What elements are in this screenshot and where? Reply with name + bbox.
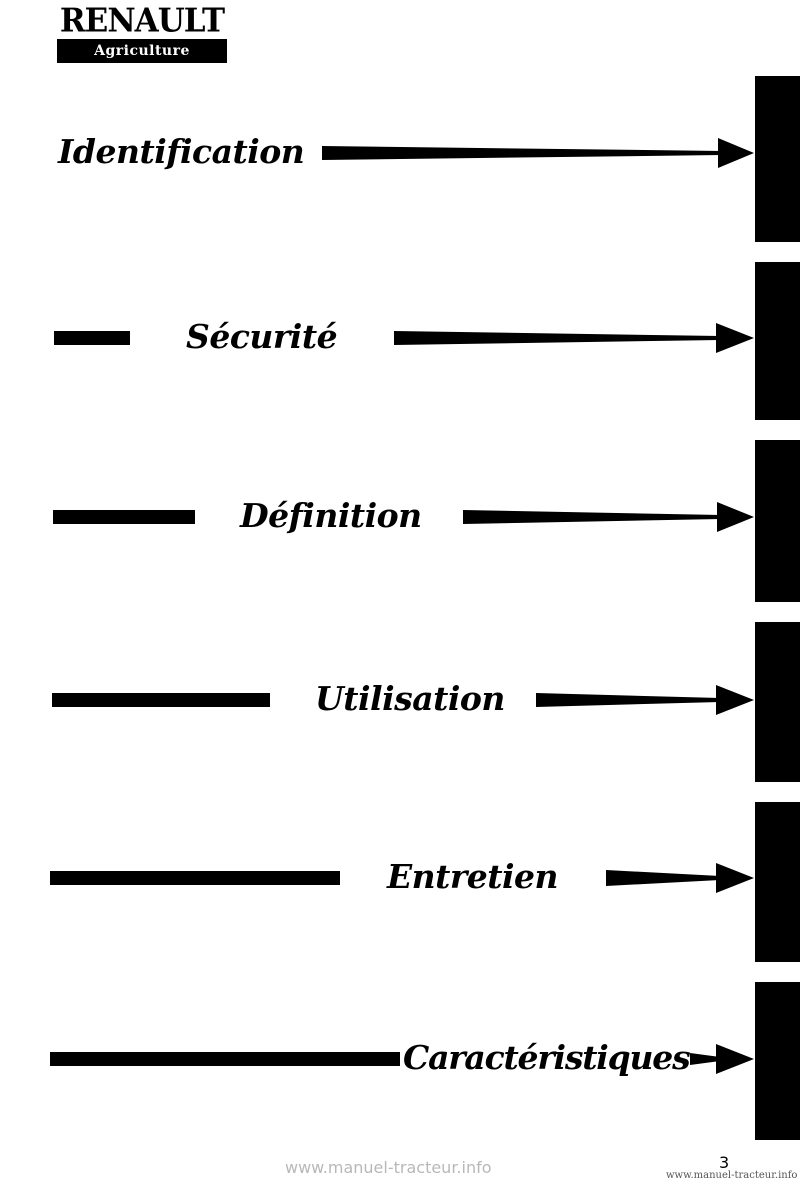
section-leader-bar xyxy=(50,871,340,885)
section-row-entretien[interactable]: Entretien xyxy=(0,847,760,907)
section-label-utilisation: Utilisation xyxy=(315,679,505,718)
section-row-utilisation[interactable]: Utilisation xyxy=(0,669,760,729)
thumb-tab-definition[interactable] xyxy=(755,440,800,602)
section-label-entretien: Entretien xyxy=(387,857,559,896)
logo-brand: RENAULT xyxy=(59,2,225,40)
section-row-securite[interactable]: Sécurité xyxy=(0,307,760,367)
thumb-tab-securite[interactable] xyxy=(755,262,800,420)
section-leader-bar xyxy=(54,331,130,345)
section-row-identification[interactable]: Identification xyxy=(0,122,760,182)
arrow-right-icon xyxy=(463,502,754,532)
section-label-identification: Identification xyxy=(58,132,305,171)
thumb-tab-entretien[interactable] xyxy=(755,802,800,962)
thumb-tab-identification[interactable] xyxy=(755,76,800,242)
arrow-right-icon xyxy=(322,138,754,168)
renault-agriculture-logo: RENAULT Agriculture xyxy=(57,2,227,63)
section-leader-bar xyxy=(53,510,195,524)
thumb-tab-utilisation[interactable] xyxy=(755,622,800,782)
logo-subtitle: Agriculture xyxy=(57,39,227,63)
section-label-caracteristiques: Caractéristiques xyxy=(403,1038,691,1077)
section-label-securite: Sécurité xyxy=(186,317,338,356)
arrow-right-icon xyxy=(394,323,754,353)
thumb-tab-caracteristiques[interactable] xyxy=(755,982,800,1140)
page-number: 3 xyxy=(719,1153,730,1172)
section-leader-bar xyxy=(52,693,270,707)
arrow-right-icon xyxy=(536,685,754,715)
section-row-definition[interactable]: Définition xyxy=(0,486,760,546)
watermark-text: www.manuel-tracteur.info xyxy=(285,1158,492,1177)
section-label-definition: Définition xyxy=(240,496,422,535)
section-row-caracteristiques[interactable]: Caractéristiques xyxy=(0,1028,760,1088)
arrow-right-icon xyxy=(690,1044,754,1074)
arrow-right-icon xyxy=(606,863,754,893)
watermark-small-text: www.manuel-tracteur.info xyxy=(666,1170,798,1181)
section-leader-bar xyxy=(50,1052,400,1066)
